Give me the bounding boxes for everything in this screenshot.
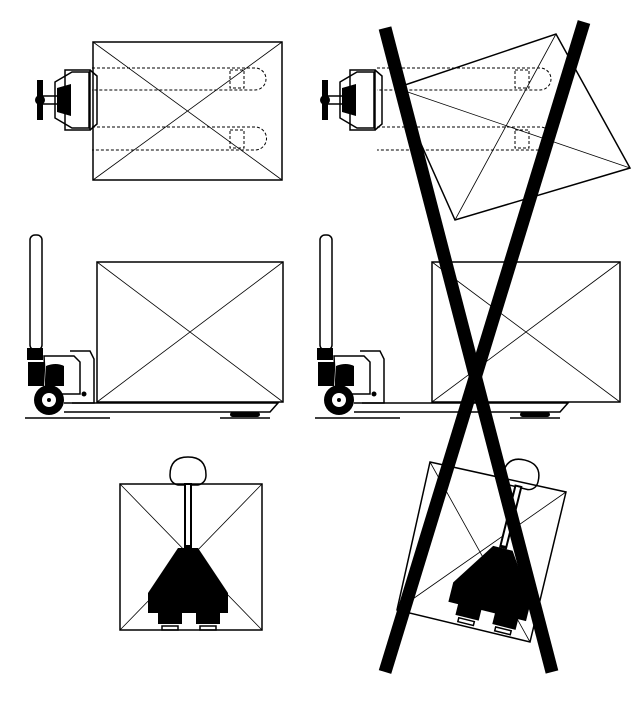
load-box (96, 261, 284, 403)
side-view-incorrect (314, 234, 621, 419)
front-view-correct (119, 456, 263, 631)
load-box (92, 41, 283, 181)
incorrect-cross-mark (378, 20, 591, 674)
load-box-overhang (431, 261, 621, 403)
load-box-rotated (394, 33, 632, 221)
top-view-incorrect (319, 33, 632, 221)
top-view-correct (34, 41, 283, 181)
side-view-correct (24, 234, 284, 419)
